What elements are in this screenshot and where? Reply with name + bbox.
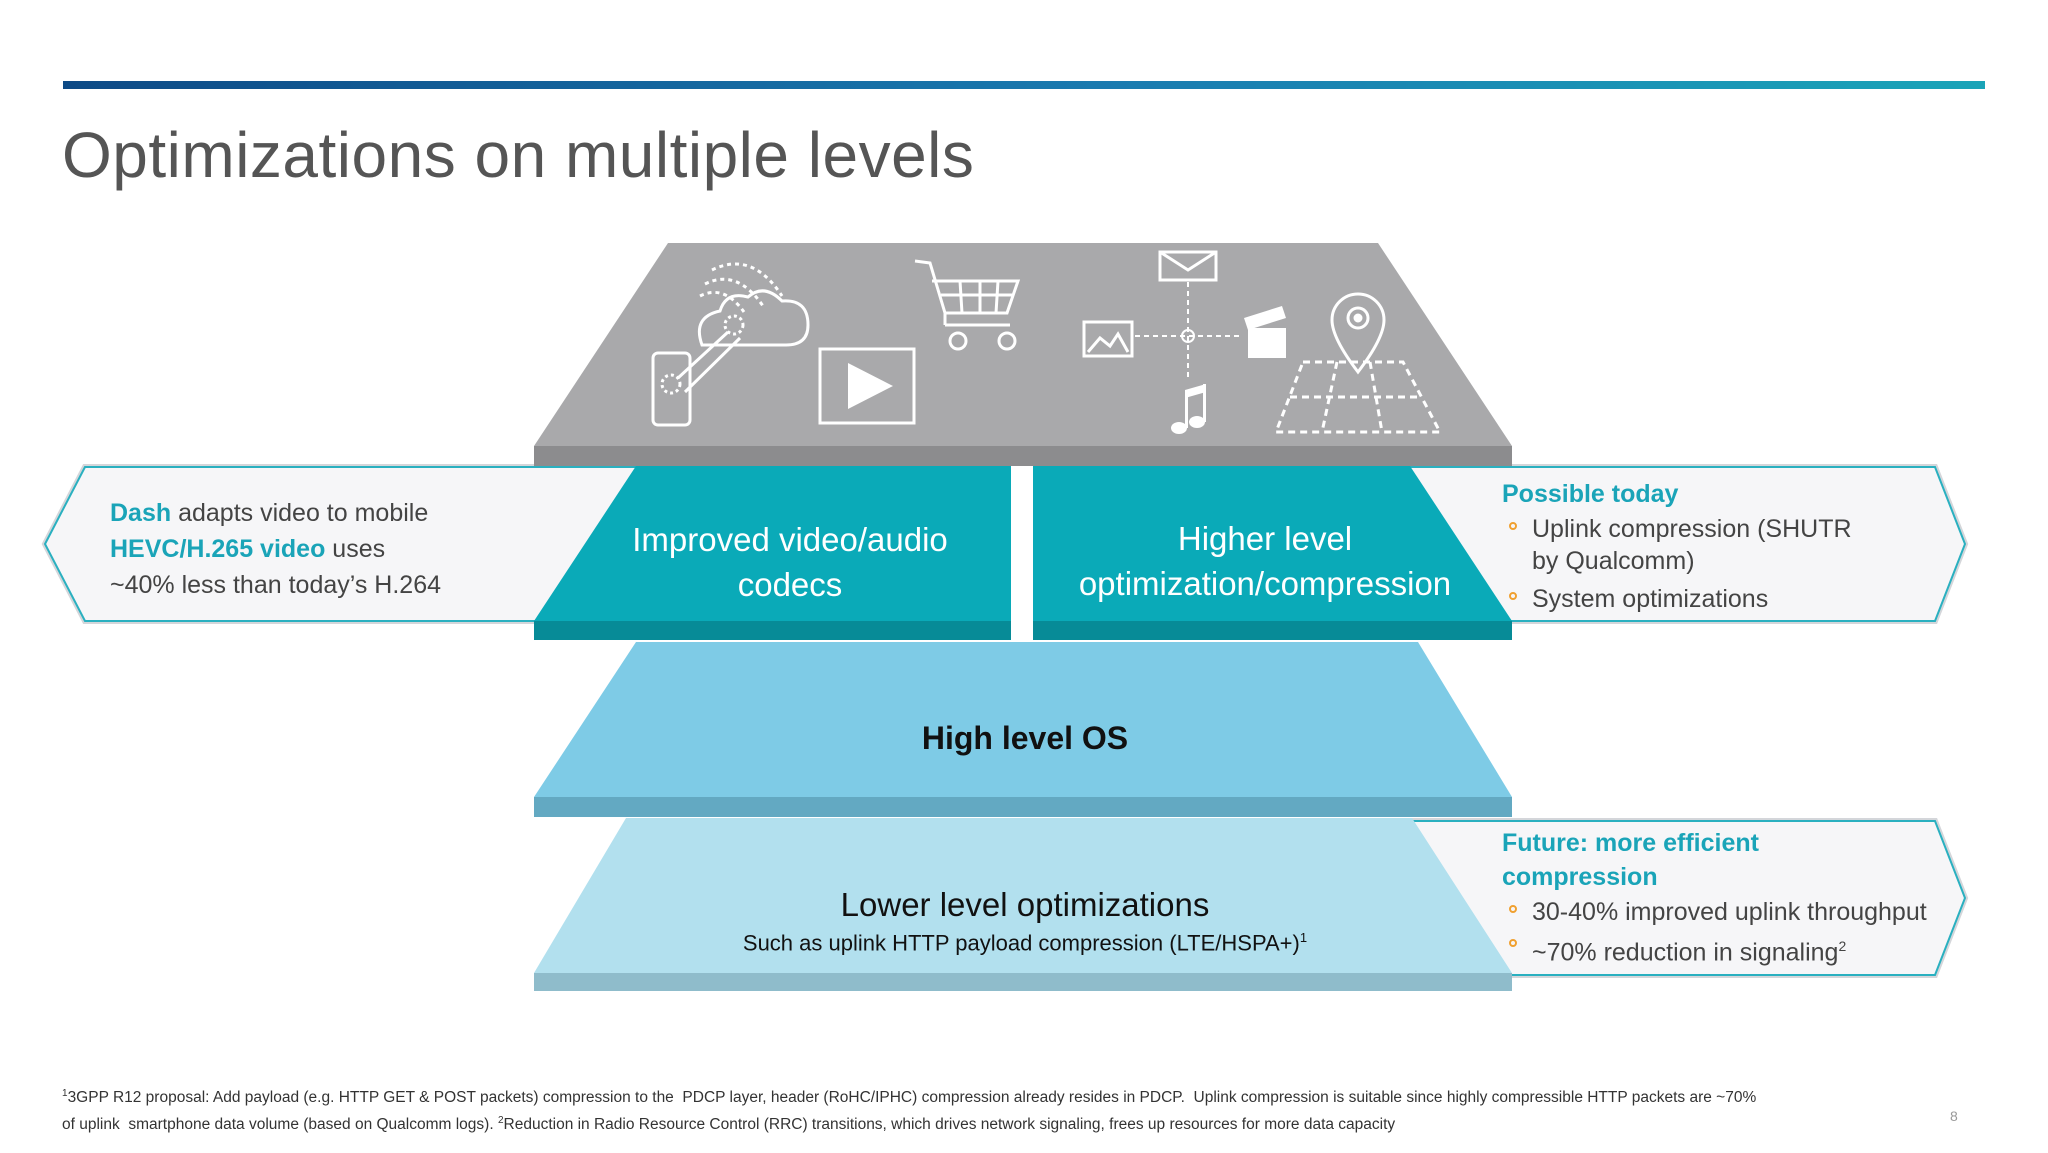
high-level-os-layer: [534, 642, 1512, 817]
left-callout-shape: [41, 464, 643, 624]
callout-line-3: ~40% less than today’s H.264: [110, 571, 442, 599]
location-map-icon: [1273, 292, 1443, 434]
list-item: ~70% reduction in signaling2: [1502, 930, 1972, 968]
higher-level-layer: [1033, 466, 1512, 640]
shopping-cart-icon: [914, 259, 1021, 351]
future-list: 30-40% improved uplink throughput ~70% r…: [1502, 896, 1972, 968]
footnote-ref-2: 2: [1838, 938, 1847, 954]
play-video-icon: [818, 347, 916, 425]
footnote: 13GPP R12 proposal: Add payload (e.g. HT…: [62, 1082, 1762, 1136]
list-item-text: Uplink compression (SHUTR by Qualcomm): [1532, 515, 1852, 575]
callout-line-1: Dash adapts video to mobile: [110, 495, 550, 531]
cloud-sync-phone-icon: [651, 262, 810, 427]
bullet-icon: [1509, 939, 1517, 947]
list-item-text: ~70% reduction in signaling: [1532, 938, 1839, 967]
list-item: 30-40% improved uplink throughput: [1502, 896, 1972, 928]
future-heading: Future: more efficient compression: [1502, 829, 1759, 891]
callout-line-2: HEVC/H.265 video uses: [110, 531, 550, 567]
list-item: Uplink compression (SHUTR by Qualcomm): [1502, 513, 1852, 577]
dash-term: Dash: [110, 499, 172, 527]
lower-level-subtitle: Such as uplink HTTP payload compression …: [660, 930, 1390, 956]
header-accent-bar: [63, 81, 1985, 89]
footnote-marker-2: 2: [497, 1115, 504, 1127]
bullet-icon: [1509, 592, 1517, 600]
footnote-marker-1: 1: [62, 1088, 68, 1099]
hevc-term: HEVC/H.265 video: [110, 535, 326, 563]
future-callout: Future: more efficient compression 30-40…: [1502, 826, 1972, 968]
possible-today-heading: Possible today: [1502, 480, 1679, 508]
bullet-icon: [1509, 905, 1517, 913]
lower-level-subtitle-text: Such as uplink HTTP payload compression …: [742, 930, 1300, 956]
list-item-text: System optimizations: [1532, 585, 1769, 613]
applications-platform: [534, 243, 1512, 466]
page-title: Optimizations on multiple levels: [62, 119, 975, 191]
lower-level-layer: [534, 818, 1512, 991]
footnote-ref-1: 1: [1299, 930, 1308, 945]
list-item-text: 30-40% improved uplink throughput: [1532, 898, 1927, 926]
footnote-text-1: 3GPP R12 proposal: Add payload (e.g. HTT…: [62, 1089, 1761, 1134]
possible-today-callout: Possible today Uplink compression (SHUTR…: [1502, 477, 1972, 615]
dash-hevc-callout: Dash adapts video to mobile HEVC/H.265 v…: [110, 495, 550, 603]
codec-layer: [534, 466, 1011, 640]
bullet-icon: [1509, 522, 1517, 530]
codec-layer-label: Improved video/audio codecs: [632, 521, 948, 603]
dash-text: adapts video to mobile: [171, 499, 429, 527]
list-item: System optimizations: [1502, 583, 1972, 615]
lower-level-title: Lower level optimizations: [840, 886, 1210, 923]
clapperboard-icon: [1244, 306, 1286, 358]
footnote-text-2: Reduction in Radio Resource Control (RRC…: [503, 1116, 1396, 1134]
image-icon: [1082, 320, 1134, 358]
page-number: 8: [1950, 1108, 1958, 1124]
media-connector-lines: [1135, 282, 1242, 378]
envelope-icon: [1158, 250, 1218, 282]
high-level-os-label: High level OS: [921, 720, 1129, 756]
higher-level-layer-label: Higher level optimization/compression: [1078, 520, 1452, 602]
music-note-icon: [1171, 384, 1206, 434]
possible-today-list: Uplink compression (SHUTR by Qualcomm) S…: [1502, 513, 1972, 615]
hevc-text: uses: [325, 535, 386, 563]
